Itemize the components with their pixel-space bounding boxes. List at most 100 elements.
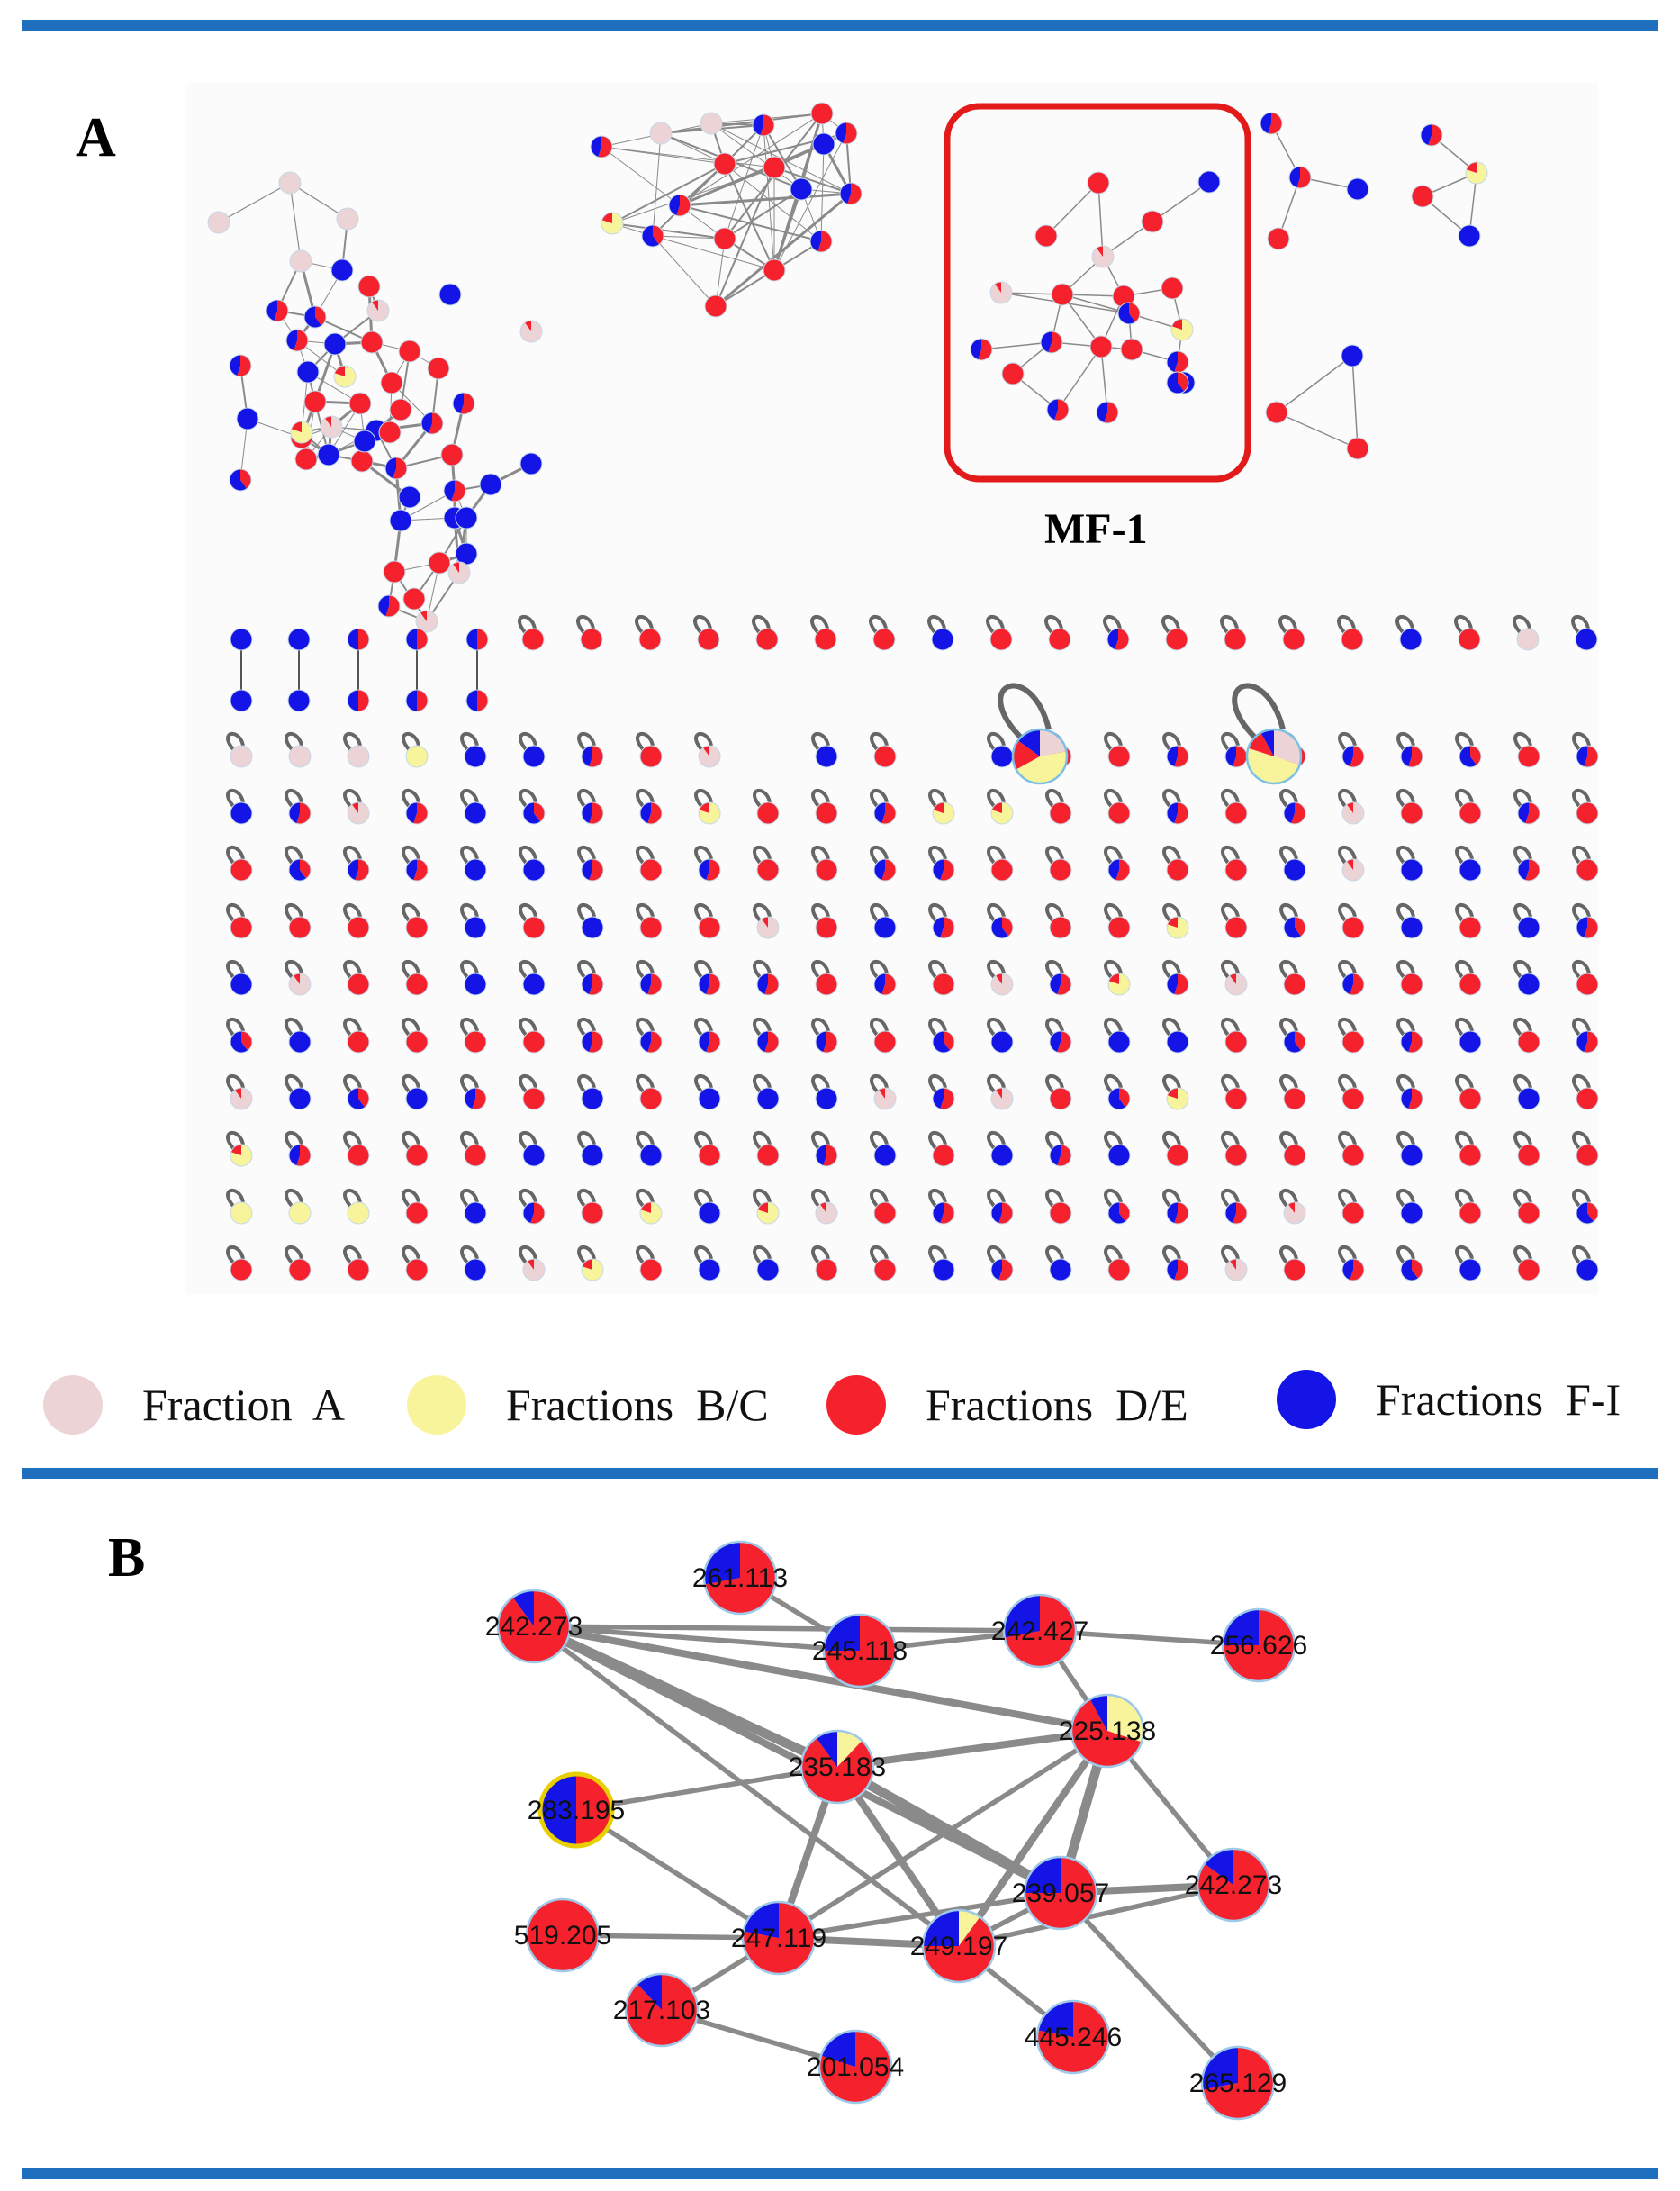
singleton-node <box>226 1130 253 1167</box>
network-node <box>347 628 370 651</box>
node-label: 249.197 <box>910 1932 1007 1961</box>
network-node <box>1341 1258 1365 1281</box>
network-node <box>1170 318 1194 341</box>
network-node <box>1283 1030 1306 1054</box>
network-node <box>347 858 370 882</box>
singleton-node <box>402 731 429 768</box>
network-edge <box>724 124 764 240</box>
singleton-node <box>1162 959 1189 996</box>
network-node <box>873 1030 897 1054</box>
network-node <box>815 1258 838 1281</box>
node-pair <box>405 628 429 712</box>
singleton-node <box>1338 1245 1365 1281</box>
network-node <box>809 230 833 253</box>
singleton-node <box>577 902 604 939</box>
singleton-node <box>1104 845 1131 882</box>
network-node <box>1575 628 1598 651</box>
network-edge <box>778 1890 1061 1941</box>
singleton-node <box>577 1245 604 1281</box>
network-node <box>1517 1201 1540 1225</box>
network-node <box>639 1144 663 1167</box>
network-edge <box>533 1623 1108 1734</box>
singleton-node <box>998 683 1069 785</box>
network-node <box>288 1258 312 1281</box>
network-node <box>638 628 662 651</box>
network-node <box>464 858 487 882</box>
network-node <box>698 1030 721 1054</box>
node-label: 242.273 <box>1185 1870 1282 1900</box>
network-node <box>1576 801 1599 825</box>
network-node <box>932 801 955 825</box>
network-node <box>230 1030 253 1054</box>
network-node <box>698 801 721 825</box>
network-node <box>790 177 813 201</box>
network-node <box>1459 801 1482 825</box>
network-node <box>1049 1258 1072 1281</box>
network-node <box>287 689 311 712</box>
singleton-node <box>1045 902 1072 939</box>
network-node <box>639 973 663 996</box>
singleton-node <box>285 902 312 939</box>
legend-item-fractions-fi: Fractions F-I <box>1277 1354 1621 1444</box>
network-node <box>698 1258 721 1281</box>
singleton-node <box>1221 788 1248 825</box>
singleton-node <box>577 1188 604 1225</box>
network-node-n15: 445.246 <box>1025 1999 1122 2075</box>
network-edge <box>1045 182 1099 237</box>
network-node <box>464 801 487 825</box>
network-node <box>405 628 429 651</box>
network-node <box>347 1030 370 1054</box>
singleton-node <box>1513 845 1540 882</box>
network-node <box>330 258 354 282</box>
network-node <box>839 182 863 205</box>
network-node <box>1224 973 1248 996</box>
network-node <box>990 1087 1014 1110</box>
network-node <box>1458 628 1481 651</box>
singleton-node <box>1221 1073 1248 1110</box>
network-node <box>1107 745 1131 768</box>
network-node <box>1341 344 1364 367</box>
network-node-n11: 519.205 <box>514 1897 611 1973</box>
network-node <box>288 973 312 996</box>
singleton-node <box>870 959 897 996</box>
singleton-node <box>636 1245 663 1281</box>
singleton-node <box>693 614 720 651</box>
network-edge <box>575 1764 838 1813</box>
singleton-node <box>753 788 780 825</box>
network-node <box>1517 973 1540 996</box>
network-edge <box>955 1728 1111 1949</box>
node-pair <box>347 628 370 712</box>
singleton-node <box>928 1073 955 1110</box>
singleton-node <box>343 788 370 825</box>
network-node <box>1459 1144 1482 1167</box>
network-node <box>427 357 450 380</box>
network-node <box>366 299 390 322</box>
network-cluster-small-3 <box>1265 344 1369 460</box>
network-node <box>1040 330 1063 354</box>
singleton-node <box>1513 1130 1540 1167</box>
singleton-node <box>753 1130 780 1167</box>
network-node <box>522 916 546 939</box>
singleton-node <box>987 1073 1014 1110</box>
singleton-node <box>753 1073 780 1110</box>
legend-item-fractions-de: Fractions D/E <box>826 1360 1188 1450</box>
network-node <box>347 1144 370 1167</box>
network-node <box>1517 801 1540 825</box>
network-node <box>990 1144 1014 1167</box>
singleton-node <box>577 731 604 768</box>
network-node <box>230 858 253 882</box>
network-node <box>1107 1087 1131 1110</box>
singleton-node <box>519 959 546 996</box>
singleton-node <box>460 902 487 939</box>
network-node <box>1459 745 1482 768</box>
network-edge <box>289 182 348 220</box>
network-node <box>815 916 838 939</box>
singleton-node <box>1455 731 1482 768</box>
singleton-node <box>811 959 838 996</box>
network-node <box>1517 858 1540 882</box>
legend-item-fraction-a: Fraction A <box>43 1360 345 1450</box>
network-node <box>1458 224 1481 248</box>
singleton-node <box>402 902 429 939</box>
singleton-node <box>811 731 838 768</box>
